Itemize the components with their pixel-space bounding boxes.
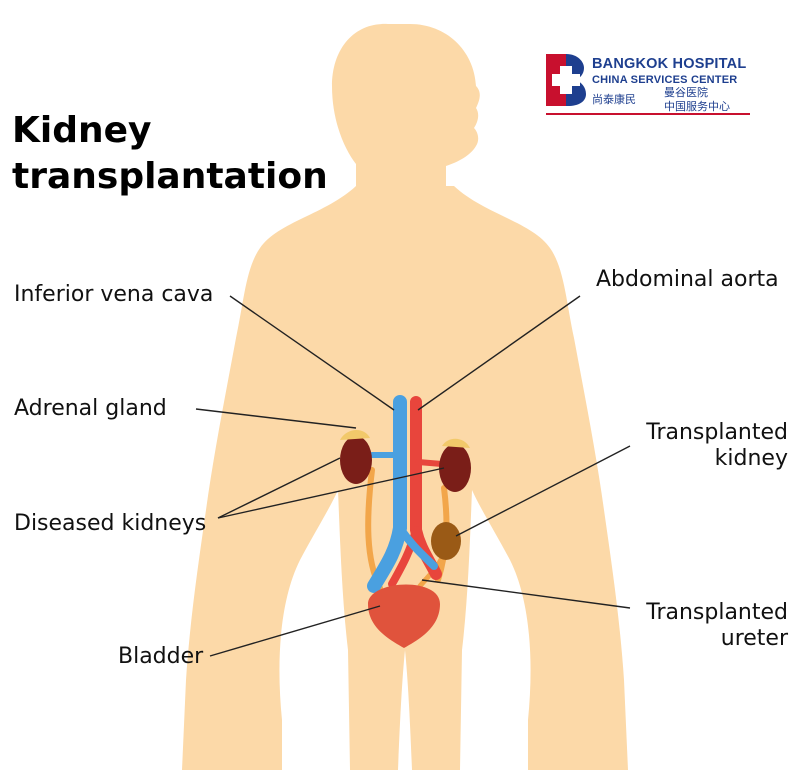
label-transplanted-ureter-line-1: Transplanted [646,600,788,625]
label-inferior-vena-cava: Inferior vena cava [14,282,214,307]
logo-center-zh-line-2: 中国服务中心 [664,100,730,113]
label-transplanted-ureter-line-2: ureter [720,626,788,651]
label-adrenal-gland: Adrenal gland [14,396,167,421]
label-transplanted-ureter: Transplanted ureter [596,600,788,652]
transplanted-kidney [431,522,461,560]
hospital-cross-icon [546,54,586,106]
title-line-1: Kidney [12,110,152,151]
diseased-kidney-left [340,436,372,484]
logo-center-zh: 曼谷医院 中国服务中心 [664,86,730,114]
label-bladder: Bladder [118,644,204,669]
title-line-2: transplantation [12,156,328,197]
logo-underline [546,113,750,115]
logo-name-en: BANGKOK HOSPITAL [592,56,747,72]
diseased-kidney-right [439,444,471,492]
label-transplanted-kidney-line-2: kidney [714,446,788,471]
bladder-organ [368,584,440,648]
diagram-title: Kidney transplantation [12,108,328,200]
label-transplanted-kidney: Transplanted kidney [596,420,788,472]
logo-name-zh: 尚泰康民 [592,93,636,106]
logo-center-en: CHINA SERVICES CENTER [592,74,738,86]
label-transplanted-kidney-line-1: Transplanted [646,420,788,445]
logo-center-zh-line-1: 曼谷医院 [664,86,708,99]
label-abdominal-aorta: Abdominal aorta [596,267,779,292]
bangkok-hospital-logo: BANGKOK HOSPITAL CHINA SERVICES CENTER 尚… [546,54,756,118]
diseased-kidneys [340,429,471,492]
label-diseased-kidneys: Diseased kidneys [14,511,207,536]
leader-lines [195,295,631,657]
